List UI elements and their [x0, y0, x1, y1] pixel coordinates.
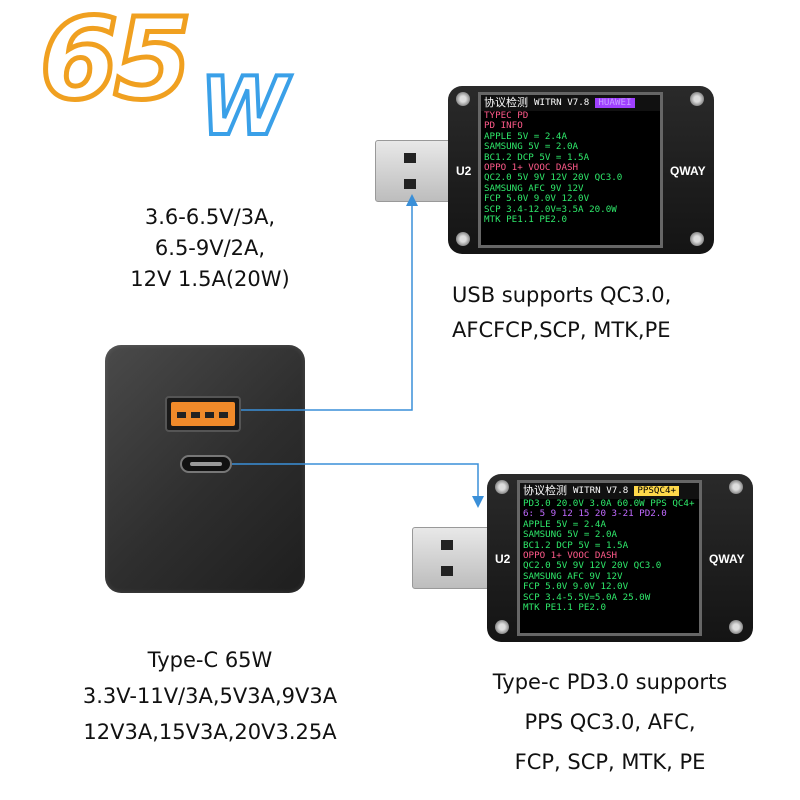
usb-a-caption-line: USB supports QC3.0, [452, 283, 672, 307]
screen-line: QC2.0 5V 9V 12V 20V QC3.0 [484, 172, 623, 184]
usb-c-connector-line [232, 463, 484, 508]
type-c-spec-line: 12V3A,15V3A,20V3.25A [83, 720, 337, 744]
type-c-caption: Type-c PD3.0 supports PPS QC3.0, AFC, FC… [450, 662, 770, 782]
screen-header-title: 协议检测 [484, 95, 528, 109]
screen-line: FCP 5.0V 9.0V 12.0V [484, 193, 590, 205]
usb-a-port [165, 396, 241, 432]
screen-line: SAMSUNG 5V = 2.0A [484, 141, 579, 153]
usb-a-specs: 3.6-6.5V/3A, 6.5-9V/2A, 12V 1.5A(20W) [110, 202, 310, 295]
port-pin [205, 412, 214, 418]
screen-line: QC2.0 5V 9V 12V 20V QC3.0 [523, 560, 662, 572]
screen-badge: PPSQC4+ [634, 485, 680, 497]
usb-plug-top [375, 140, 460, 202]
screen-line: OPPO 1+ VOOC DASH [484, 162, 579, 174]
screen-line: MTK PE1.1 PE2.0 [484, 214, 567, 226]
plug-contact [441, 566, 453, 576]
screw-icon [690, 92, 704, 106]
title-power-number: 65 [38, 0, 195, 125]
usb-a-caption: USB supports QC3.0, AFCFCP,SCP, MTK,PE [452, 280, 671, 346]
screw-icon [495, 620, 509, 634]
meter-screen-bottom: 协议检测 WITRN V7.8 PPSQC4+ PD3.0 20.0V 3.0A… [517, 480, 702, 636]
screen-line: SAMSUNG AFC 9V 12V [523, 570, 623, 582]
screw-icon [729, 620, 743, 634]
meter-label-qway: QWAY [709, 552, 745, 566]
screw-icon [729, 480, 743, 494]
screen-header-title: 协议检测 [523, 483, 567, 497]
screw-icon [690, 232, 704, 246]
screen-line: SCP 3.4-5.5V=5.0A 25.0W [523, 591, 651, 603]
port-pin [219, 412, 228, 418]
usb-a-spec-line: 3.6-6.5V/3A, [144, 205, 276, 229]
screen-line: 6: 5 9 12 15 20 3-21 PD2.0 [523, 508, 667, 520]
usb-a-caption-line: AFCFCP,SCP, MTK,PE [452, 318, 671, 342]
port-pin [191, 412, 200, 418]
screen-line: SAMSUNG AFC 9V 12V [484, 182, 584, 194]
plug-contact [404, 179, 416, 189]
screen-line: OPPO 1+ VOOC DASH [523, 550, 618, 562]
usb-tester-bottom: U2 QWAY 协议检测 WITRN V7.8 PPSQC4+ PD3.0 20… [487, 474, 753, 642]
port-pin [177, 412, 186, 418]
screen-header: 协议检测 WITRN V7.8 PPSQC4+ [520, 483, 699, 499]
screen-model: WITRN V7.8 [573, 484, 629, 496]
screen-model: WITRN V7.8 [534, 96, 590, 108]
plug-contact [441, 540, 453, 550]
screen-line: BC1.2 DCP 5V = 1.5A [484, 151, 590, 163]
usb-a-connector-line [241, 194, 418, 411]
usb-plug-bottom [412, 527, 497, 589]
plug-contact [404, 153, 416, 163]
type-c-caption-line: FCP, SCP, MTK, PE [514, 750, 706, 774]
screen-badge: HUAWEI [595, 97, 635, 109]
screen-line: MTK PE1.1 PE2.0 [523, 602, 606, 614]
screw-icon [495, 480, 509, 494]
type-c-caption-line: Type-c PD3.0 supports [492, 670, 728, 694]
screen-line: TYPEC PD [484, 110, 529, 121]
type-c-caption-line: PPS QC3.0, AFC, [524, 710, 696, 734]
screen-line: PD INFO [484, 120, 523, 132]
screen-header: 协议检测 WITRN V7.8 HUAWEI [481, 95, 660, 111]
type-c-spec-line: 3.3V-11V/3A,5V3A,9V3A [82, 684, 338, 708]
screen-line: PD3.0 20.0V 3.0A 60.0W PPS QC4+ [523, 498, 695, 509]
title-power-unit: W [198, 60, 290, 154]
screen-line: SAMSUNG 5V = 2.0A [523, 529, 618, 541]
usb-a-spec-line: 12V 1.5A(20W) [130, 267, 290, 291]
screw-icon [456, 232, 470, 246]
screen-lines: PD3.0 20.0V 3.0A 60.0W PPS QC4+6: 5 9 12… [520, 498, 699, 614]
type-c-spec-line: Type-C 65W [147, 648, 273, 672]
meter-label-u2: U2 [495, 552, 511, 566]
meter-label-qway: QWAY [670, 164, 706, 178]
screen-line: APPLE 5V = 2.4A [484, 130, 567, 142]
screen-line: BC1.2 DCP 5V = 1.5A [523, 539, 629, 551]
screen-line: APPLE 5V = 2.4A [523, 518, 606, 530]
usb-a-spec-line: 6.5-9V/2A, [154, 236, 266, 260]
screen-line: SCP 3.4-12.0V=3.5A 20.0W [484, 203, 617, 215]
meter-label-u2: U2 [456, 164, 472, 178]
screen-line: FCP 5.0V 9.0V 12.0V [523, 581, 629, 593]
screw-icon [456, 92, 470, 106]
type-c-specs: Type-C 65W 3.3V-11V/3A,5V3A,9V3A 12V3A,1… [40, 642, 380, 750]
usb-c-port [180, 455, 232, 473]
